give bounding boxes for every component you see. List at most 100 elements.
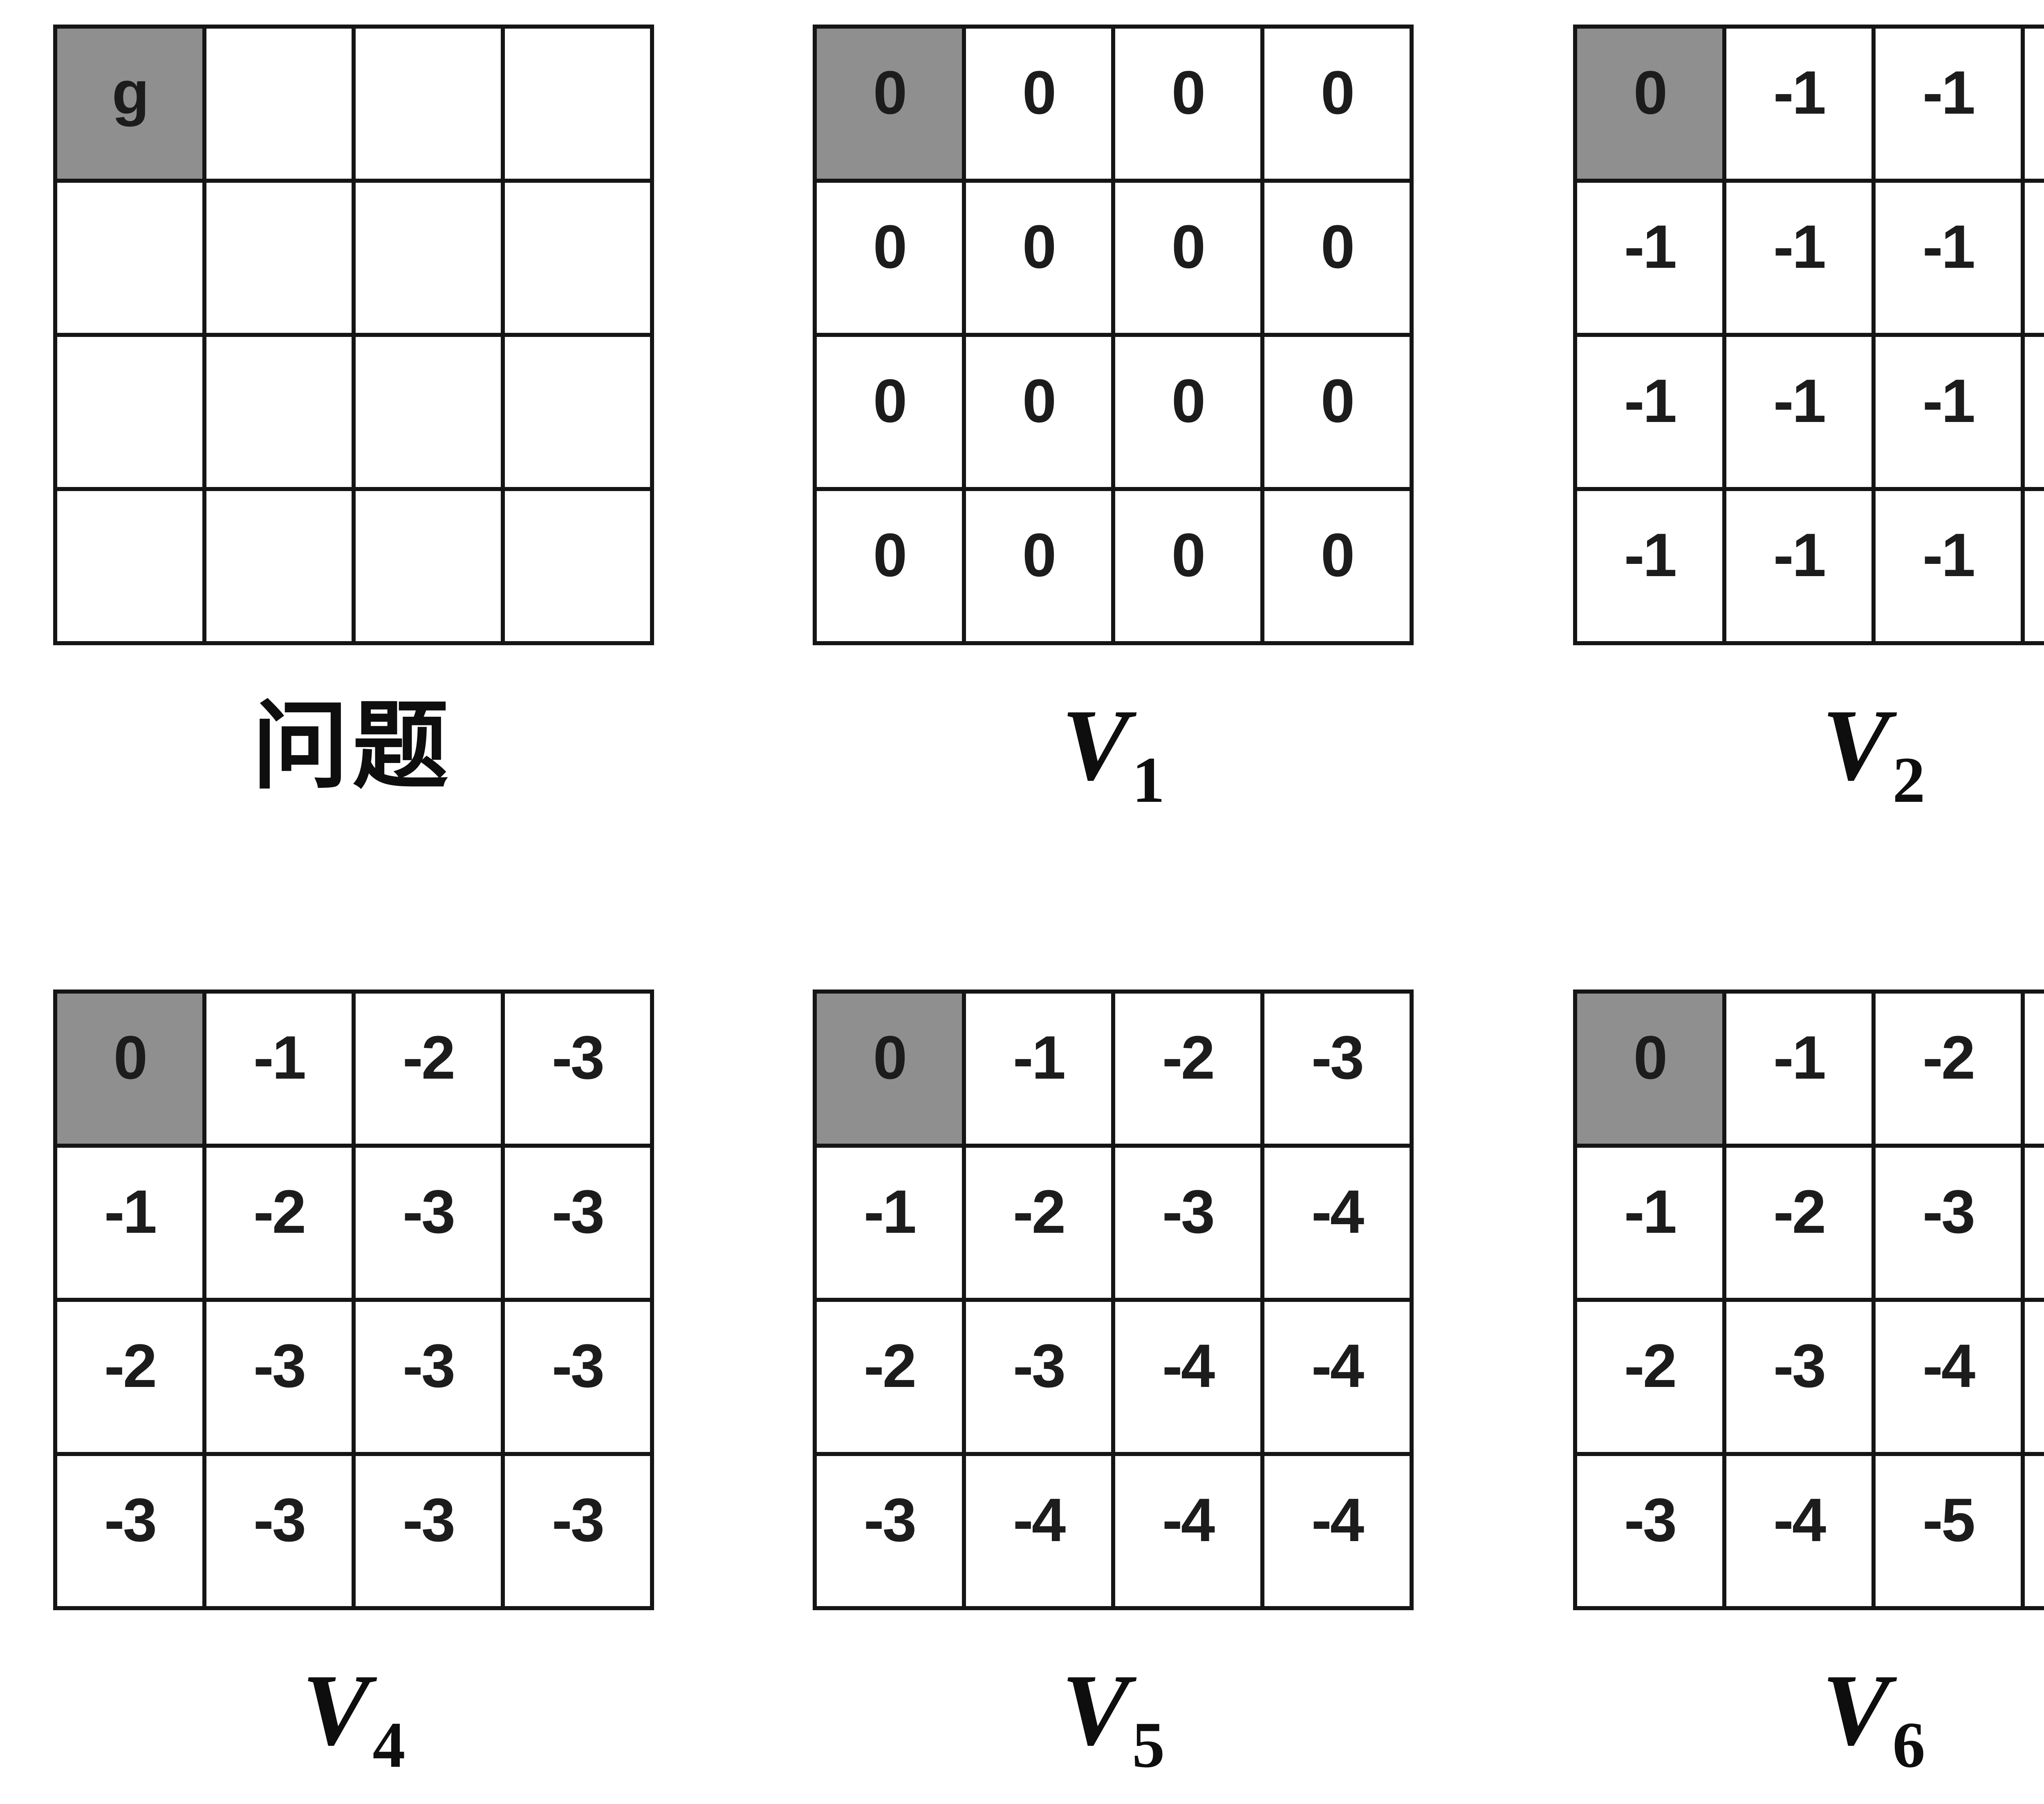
caption-math xyxy=(453,689,455,802)
grid-cell: -1 xyxy=(1726,183,1871,333)
grid-cell xyxy=(356,29,501,179)
caption-math-base: V xyxy=(1822,1654,1890,1767)
grid-cell: 0 xyxy=(1115,491,1260,641)
grid-cell: -3 xyxy=(1264,994,1410,1144)
grid-cell: -1 xyxy=(2025,183,2044,333)
grid-cell xyxy=(356,337,501,487)
grid-cell: 0 xyxy=(817,183,962,333)
caption-math-sub: 4 xyxy=(372,1708,406,1781)
grid-cell xyxy=(356,183,501,333)
grid-cell: -1 xyxy=(1577,337,1722,487)
value-grid-v2: 0-1-1-1-1-1-1-1-1-1-1-1-1-1-1-1 xyxy=(1573,25,2044,645)
grid-cell: -3 xyxy=(356,1302,501,1452)
value-iteration-figure: { "colors": { "goal_cell_bg": "#8f8f8f",… xyxy=(53,25,2044,1777)
grid-cell xyxy=(57,337,202,487)
grid-cell: -4 xyxy=(1115,1456,1260,1606)
caption-math: V4 xyxy=(302,1654,406,1777)
caption-math: V5 xyxy=(1062,1654,1165,1777)
grid-caption: V1 xyxy=(813,684,1414,812)
grid-cell: -1 xyxy=(1876,491,2021,641)
grid-cell: -2 xyxy=(1577,1302,1722,1452)
grid-cell: -3 xyxy=(206,1302,352,1452)
grid-cell: 0 xyxy=(966,491,1111,641)
grid-cell: -5 xyxy=(2025,1302,2044,1452)
caption-math-sub: 6 xyxy=(1892,1708,1925,1781)
grid-cell: -1 xyxy=(1726,994,1871,1144)
grid-cell: -2 xyxy=(1876,994,2021,1144)
grid-cell: -1 xyxy=(966,994,1111,1144)
panel-v6: 0-1-2-3-1-2-3-4-2-3-4-5-3-4-5-5 V6 xyxy=(1573,990,2044,1777)
grid-caption: 问题 xyxy=(53,684,654,807)
grid-cell: -3 xyxy=(505,1302,650,1452)
grid-cell: -4 xyxy=(1264,1302,1410,1452)
grid-cell: -3 xyxy=(505,1456,650,1606)
grid-cell: -3 xyxy=(505,994,650,1144)
panel-problem: g 问题 xyxy=(53,25,654,807)
grid-cell xyxy=(505,337,650,487)
caption-text: 问题 xyxy=(252,694,453,800)
panel-v4: 0-1-2-3-1-2-3-3-2-3-3-3-3-3-3-3 V4 xyxy=(53,990,654,1777)
grid-cell xyxy=(505,491,650,641)
grid-cell: -4 xyxy=(1876,1302,2021,1452)
grid-cell: -1 xyxy=(1876,337,2021,487)
goal-cell: 0 xyxy=(1577,29,1722,179)
grid-cell: -1 xyxy=(1726,29,1871,179)
grid-caption: V6 xyxy=(1573,1649,2044,1777)
grid-cell xyxy=(57,491,202,641)
panel-v2: 0-1-1-1-1-1-1-1-1-1-1-1-1-1-1-1 V2 xyxy=(1573,25,2044,812)
goal-cell: 0 xyxy=(817,994,962,1144)
grid-cell xyxy=(57,183,202,333)
caption-math: V1 xyxy=(1062,689,1165,812)
grid-cell: -4 xyxy=(1115,1302,1260,1452)
grid-cell: -1 xyxy=(2025,491,2044,641)
grid-cell: -3 xyxy=(817,1456,962,1606)
caption-math-sub: 5 xyxy=(1132,1708,1165,1781)
grid-cell: 0 xyxy=(966,29,1111,179)
grid-cell xyxy=(206,183,352,333)
caption-math: V2 xyxy=(1822,689,1925,812)
grid-cell: 0 xyxy=(1264,491,1410,641)
grid-cell: -4 xyxy=(966,1456,1111,1606)
grid-cell: -1 xyxy=(1876,183,2021,333)
grid-cell: -2 xyxy=(966,1148,1111,1298)
goal-cell: 0 xyxy=(57,994,202,1144)
grid-cell: -1 xyxy=(1726,491,1871,641)
grid-cell: -3 xyxy=(356,1456,501,1606)
grid-cell: -3 xyxy=(1115,1148,1260,1298)
grid-cell: -5 xyxy=(1876,1456,2021,1606)
grid-cell: -2 xyxy=(57,1302,202,1452)
grid-cell: -4 xyxy=(2025,1148,2044,1298)
grid-cell: -3 xyxy=(1577,1456,1722,1606)
grid-cell: -2 xyxy=(817,1302,962,1452)
grid-cell: -1 xyxy=(1726,337,1871,487)
value-grid-v4: 0-1-2-3-1-2-3-3-2-3-3-3-3-3-3-3 xyxy=(53,990,654,1610)
grid-cell: -4 xyxy=(1726,1456,1871,1606)
grid-caption: V2 xyxy=(1573,684,2044,812)
grid-cell: -3 xyxy=(1876,1148,2021,1298)
grid-cell: -2 xyxy=(1726,1148,1871,1298)
caption-math: V6 xyxy=(1822,1654,1925,1777)
grid-cell xyxy=(206,337,352,487)
grid-cell: -4 xyxy=(1264,1456,1410,1606)
grid-cell: 0 xyxy=(966,337,1111,487)
caption-math-sub: 2 xyxy=(1892,743,1925,816)
grid-cell: -2 xyxy=(356,994,501,1144)
grid-cell: 0 xyxy=(1115,183,1260,333)
value-grid-v6: 0-1-2-3-1-2-3-4-2-3-4-5-3-4-5-5 xyxy=(1573,990,2044,1610)
grid-cell: 0 xyxy=(1115,29,1260,179)
grid-cell: -1 xyxy=(1876,29,2021,179)
grid-cell: -3 xyxy=(1726,1302,1871,1452)
grid-cell: -3 xyxy=(356,1148,501,1298)
grid-cell: -1 xyxy=(2025,337,2044,487)
grid-cell xyxy=(206,491,352,641)
value-grid-v5: 0-1-2-3-1-2-3-4-2-3-4-4-3-4-4-4 xyxy=(813,990,1414,1610)
grid-cell: -3 xyxy=(966,1302,1111,1452)
grid-cell xyxy=(505,29,650,179)
panel-v5: 0-1-2-3-1-2-3-4-2-3-4-4-3-4-4-4 V5 xyxy=(813,990,1414,1777)
caption-math-sub: 1 xyxy=(1132,743,1165,816)
problem-grid: g xyxy=(53,25,654,645)
grid-cell: 0 xyxy=(817,491,962,641)
grid-cell: -4 xyxy=(1264,1148,1410,1298)
